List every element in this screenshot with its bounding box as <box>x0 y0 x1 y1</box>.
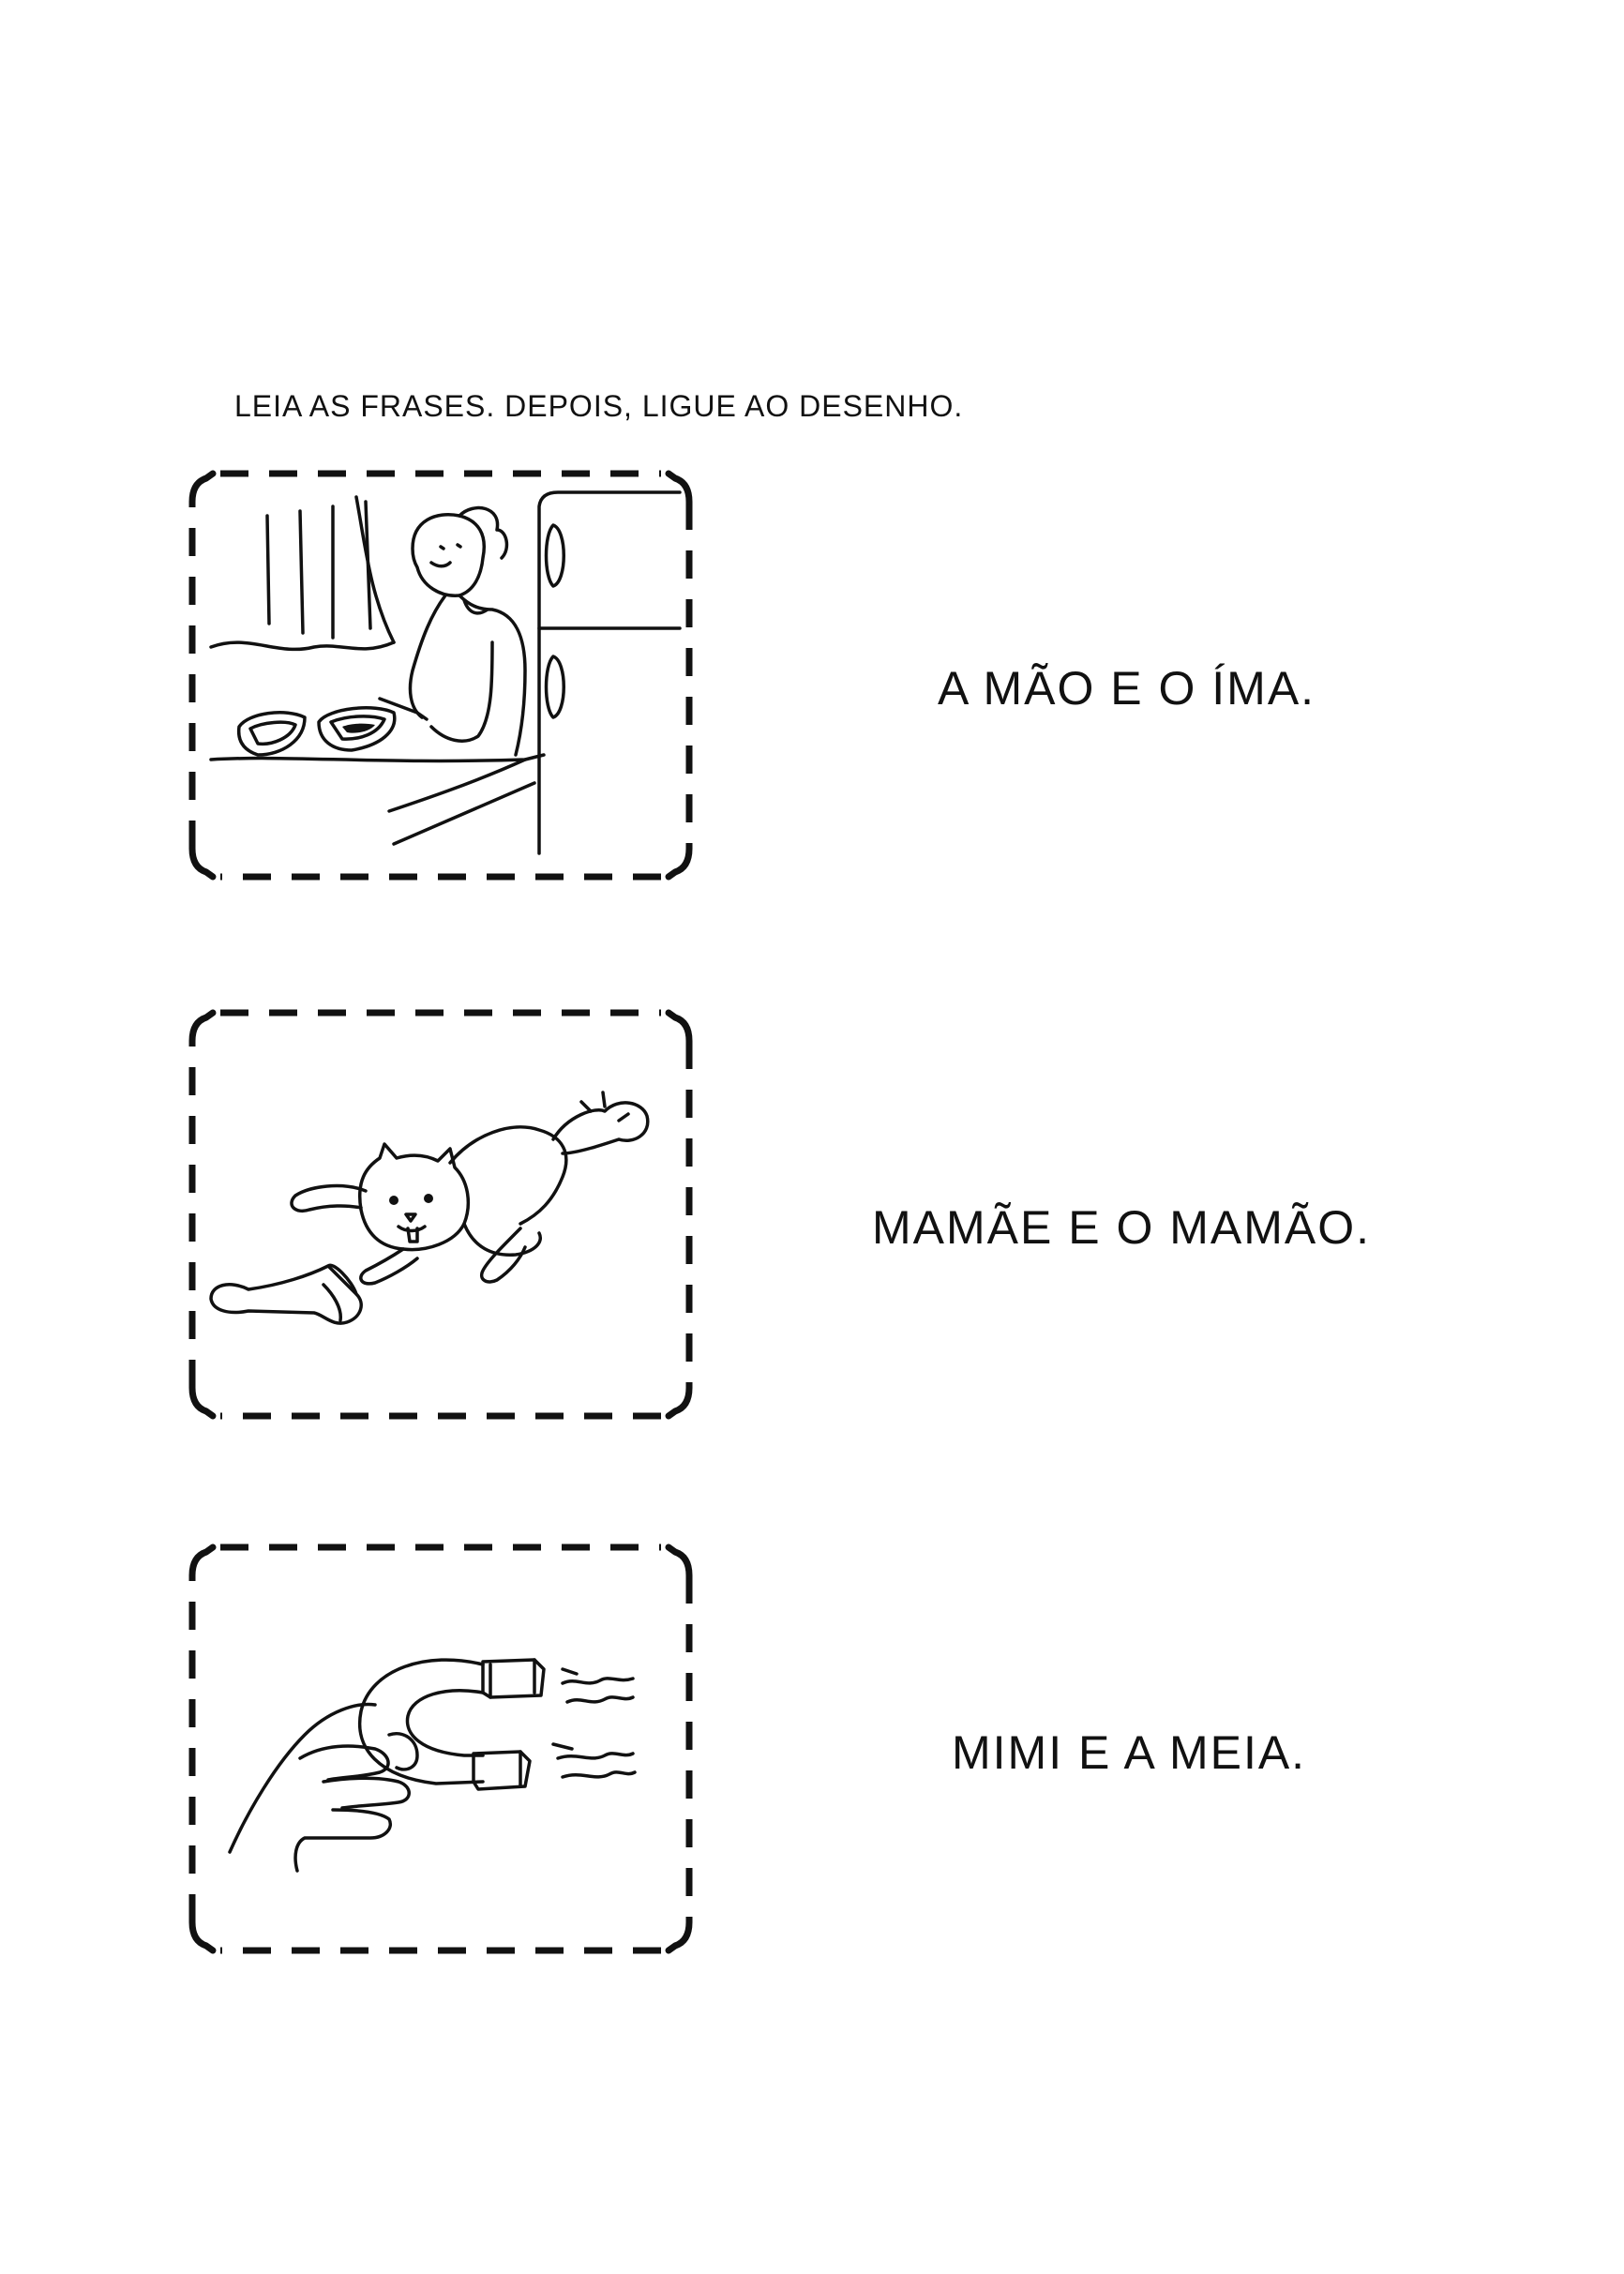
picture-card-cat-sock[interactable] <box>188 1009 693 1420</box>
cat-with-sock-illustration <box>188 1009 693 1420</box>
picture-card-hand-magnet[interactable] <box>188 1544 693 1954</box>
woman-cutting-papaya-illustration <box>188 470 693 881</box>
instruction-text: LEIA AS FRASES. DEPOIS, LIGUE AO DESENHO… <box>234 389 964 423</box>
sentence-3[interactable]: MIMI E A MEIA. <box>952 1726 1307 1779</box>
hand-holding-magnet-illustration <box>188 1544 693 1954</box>
picture-card-woman-papaya[interactable] <box>188 470 693 881</box>
sentence-2[interactable]: MAMÃE E O MAMÃO. <box>872 1201 1372 1254</box>
sentence-1[interactable]: A MÃO E O ÍMA. <box>938 662 1316 715</box>
